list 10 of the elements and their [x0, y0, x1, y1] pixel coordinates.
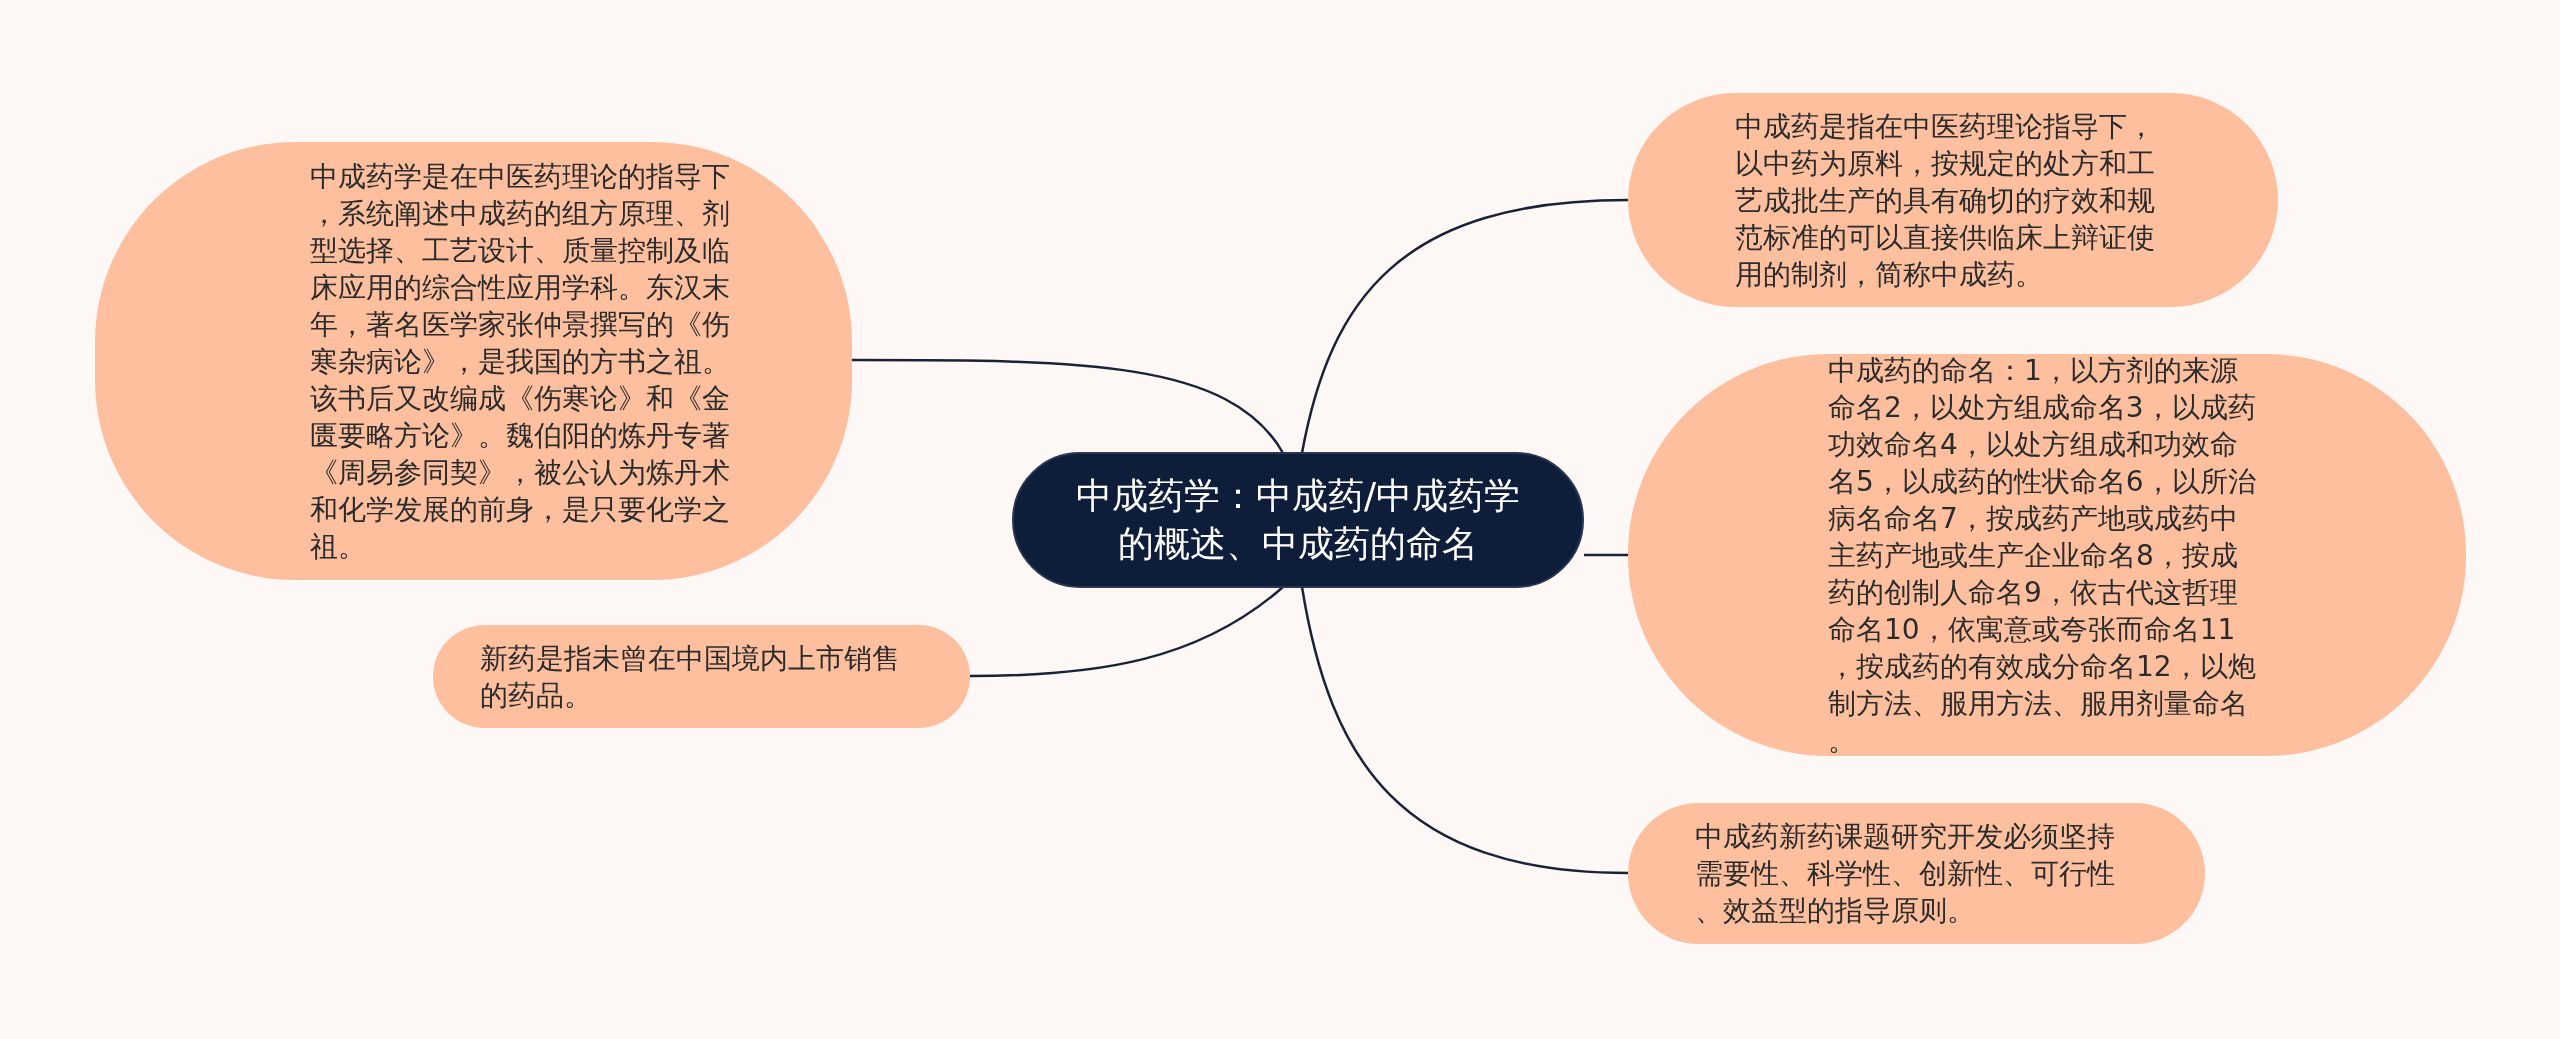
- connector-line: [852, 358, 1284, 454]
- central-topic-text: 中成药学：中成药/中成药学的概述、中成药的命名: [1074, 474, 1522, 566]
- connector-line: [1300, 198, 1629, 454]
- topic-text: 中成药是指在中医药理论指导下，以中药为原料，按规定的处方和工艺成批生产的具有确切的疗效和规范标准的可以直接供临床上辩证使用的制剂，简称中成药。: [1735, 108, 2156, 293]
- connector-line: [1584, 553, 1628, 557]
- topic-text: 中成药的命名：1，以方剂的来源命名2，以处方组成命名3，以成药功效命名4，以处方组成和功效命名5，以成药的性状命名6，以所治病名命名7，按成药产地或成药中主药产地或生产企业命名8，按成药的创制人命名9，依古代这哲理命名10，依寓意或夸张而命名11，按成药的有效成分命名12，以炮制方法、服用方法、服用剂量命名。: [1828, 352, 2257, 759]
- topic-text: 中成药新药课题研究开发必须坚持需要性、科学性、创新性、可行性、效益型的指导原则。: [1695, 819, 2116, 929]
- topic-text: 新药是指未曾在中国境内上市销售的药品。: [480, 640, 901, 714]
- topic-text: 中成药学是在中医药理论的指导下，系统阐述中成药的组方原理、剂型选择、工艺设计、质量控制及临床应用的综合性应用学科。东汉末年，著名医学家张仲景撰写的《伤寒杂病论》，是我国的方书之祖。该书后又改编成《伤寒论》和《金匮要略方论》。魏伯阳的炼丹专著《周易参同契》，被公认为炼丹术和化学发展的前身，是只要化学之祖。: [310, 158, 731, 565]
- connector-line: [970, 586, 1284, 678]
